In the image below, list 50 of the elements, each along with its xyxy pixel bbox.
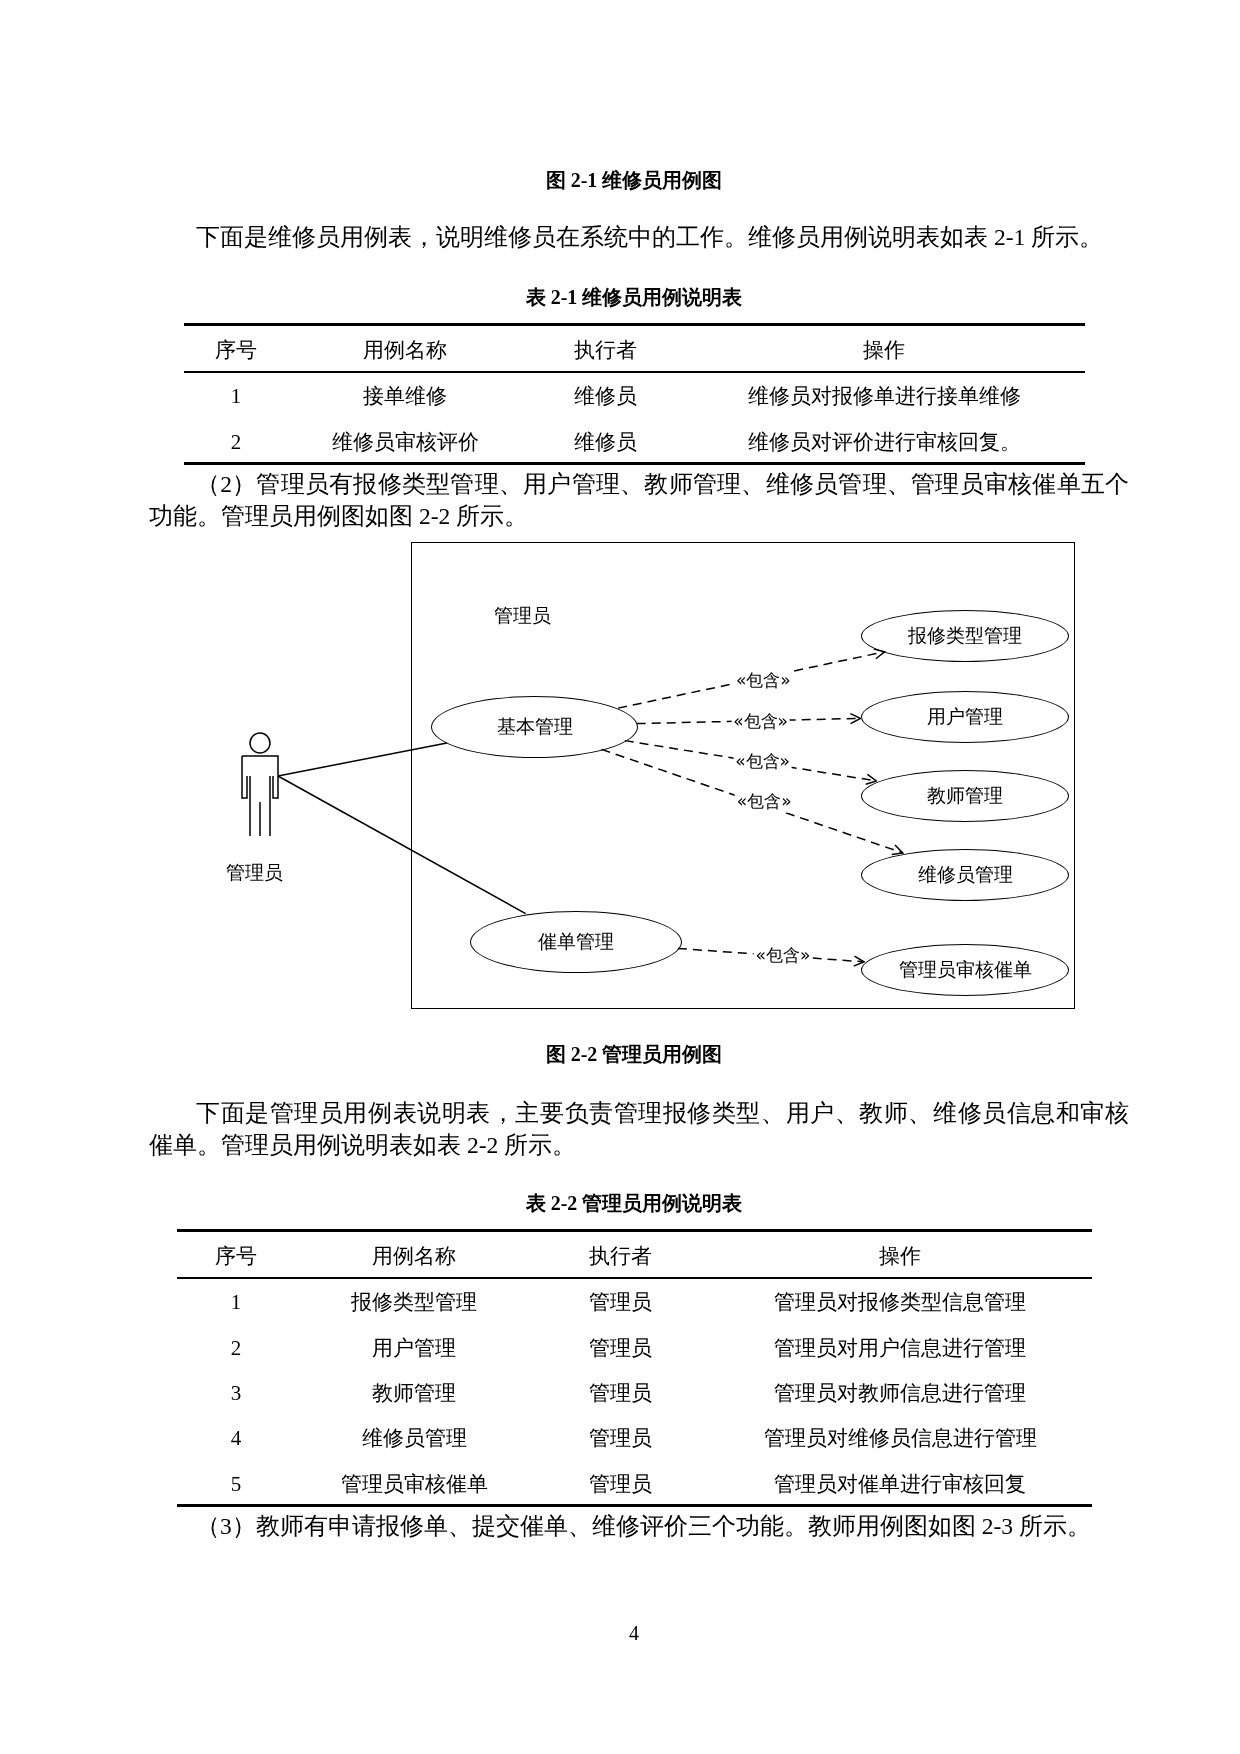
paragraph: 下面是管理员用例表说明表，主要负责管理报修类型、用户、教师、维修员信息和审核催单。管理员用例说明表如表 2-2 所示。: [149, 1099, 1129, 1160]
boundary-title: 管理员: [494, 603, 551, 628]
table-header: 用例名称: [372, 1243, 456, 1270]
paragraph: （3）教师有申请报修单、提交催单、维修评价三个功能。教师用例图如图 2-3 所示。: [195, 1512, 1092, 1541]
table-entry: 2: [230, 429, 242, 455]
table-entry: 管理员: [588, 1289, 652, 1316]
table-header: 序号: [215, 337, 257, 364]
table-entry: 接单维修: [363, 383, 447, 410]
table-entry: 管理员: [588, 1380, 652, 1407]
table-title: 表 2-2 管理员用例说明表: [525, 1191, 743, 1216]
table-entry: 管理员: [588, 1471, 652, 1498]
paragraph: 下面是维修员用例表，说明维修员在系统中的工作。维修员用例说明表如表 2-1 所示。: [195, 223, 1105, 252]
table-entry: 维修员审核评价: [331, 429, 479, 456]
table-entry: 管理员对报修类型信息管理: [774, 1289, 1026, 1316]
table-entry: 3: [230, 1380, 242, 1406]
table-entry: 5: [230, 1471, 242, 1497]
table-entry: 维修员: [573, 383, 637, 410]
table-title: 表 2-1 维修员用例说明表: [525, 285, 743, 310]
association-line: [277, 775, 527, 915]
table-header: 执行者: [588, 1243, 652, 1270]
table-entry: 报修类型管理: [351, 1289, 477, 1316]
table-entry: 管理员对维修员信息进行管理: [763, 1425, 1037, 1452]
table-entry: 用户管理: [372, 1335, 456, 1362]
figure-caption: 图 2-2 管理员用例图: [545, 1042, 723, 1067]
table-header: 操作: [879, 1243, 921, 1270]
table-entry: 教师管理: [372, 1380, 456, 1407]
table-entry: 维修员对报修单进行接单维修: [747, 383, 1021, 410]
figure-caption: 图 2-1 维修员用例图: [545, 168, 723, 193]
table-entry: 1: [230, 383, 242, 409]
table-header: 操作: [863, 337, 905, 364]
page-number: 4: [629, 1622, 639, 1645]
actor-label: 管理员: [226, 860, 283, 885]
edge-label: «包含»: [733, 668, 793, 692]
table-entry: 4: [230, 1425, 242, 1451]
table-entry: 1: [230, 1289, 242, 1315]
table-entry: 2: [230, 1335, 242, 1361]
table-entry: 维修员: [573, 429, 637, 456]
table-entry: 维修员管理: [361, 1425, 467, 1452]
table-entry: 管理员审核催单: [340, 1471, 488, 1498]
table-entry: 管理员对催单进行审核回复: [774, 1471, 1026, 1498]
table-entry: 管理员对教师信息进行管理: [774, 1380, 1026, 1407]
table-entry: 维修员对评价进行审核回复。: [747, 429, 1021, 456]
paragraph: （2）管理员有报修类型管理、用户管理、教师管理、维修员管理、管理员审核催单五个功能。管理员用例图如图 2-2 所示。: [149, 470, 1129, 531]
table-header: 执行者: [573, 337, 637, 364]
table-entry: 管理员: [588, 1425, 652, 1452]
table-header: 用例名称: [363, 337, 447, 364]
table-header: 序号: [215, 1243, 257, 1270]
table-entry: 管理员对用户信息进行管理: [774, 1335, 1026, 1362]
association-line: [277, 742, 448, 777]
table-entry: 管理员: [588, 1335, 652, 1362]
